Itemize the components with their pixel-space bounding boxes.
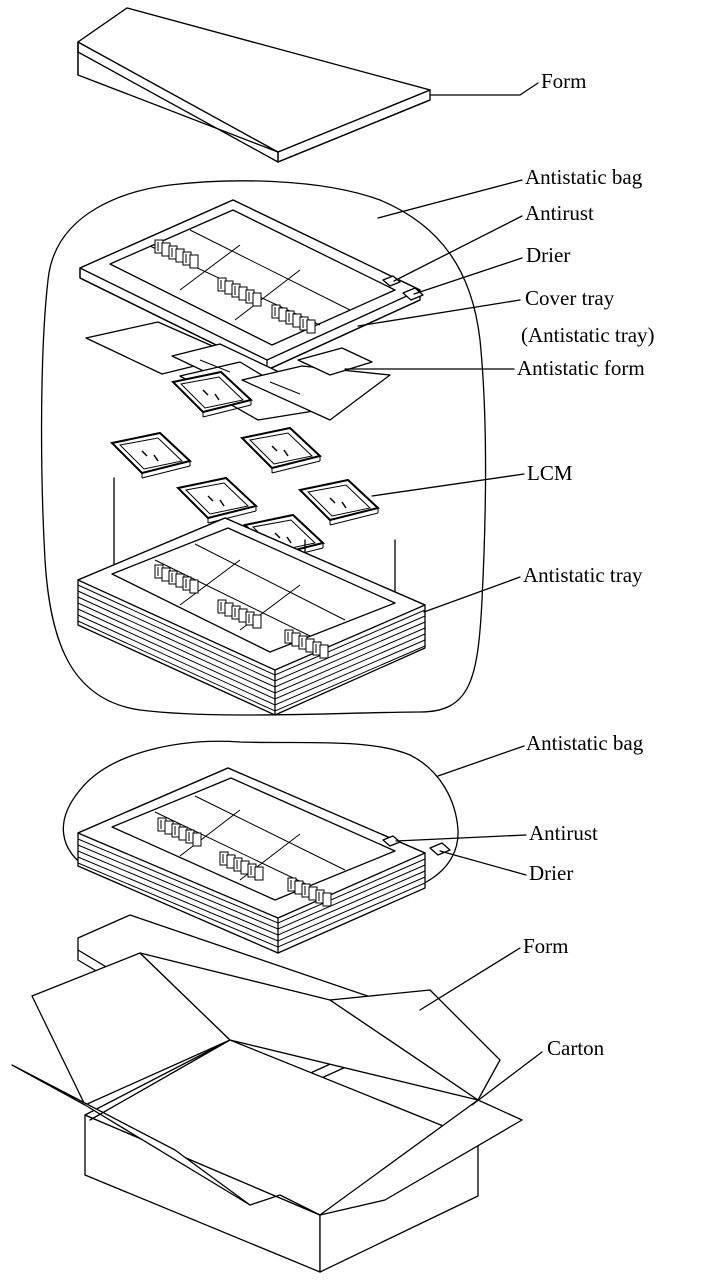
label-form-bottom: Form [523,934,569,958]
label-antistatic-form: Antistatic form [517,356,645,380]
label-form-top: Form [541,69,587,93]
label-cover-tray-note: (Antistatic tray) [521,323,655,347]
antistatic-tray-stack [78,518,425,715]
label-cover-tray: Cover tray [525,286,615,310]
carton-box [12,953,522,1272]
label-drier-top: Drier [526,243,570,267]
label-antirust-bottom: Antirust [529,821,598,845]
label-lcm: LCM [527,461,573,485]
label-antistatic-tray: Antistatic tray [523,563,643,587]
label-antirust-top: Antirust [525,201,594,225]
label-antistatic-bag-top: Antistatic bag [525,165,643,189]
label-antistatic-bag-bottom: Antistatic bag [526,731,644,755]
label-drier-bottom: Drier [529,861,573,885]
label-carton: Carton [547,1036,605,1060]
